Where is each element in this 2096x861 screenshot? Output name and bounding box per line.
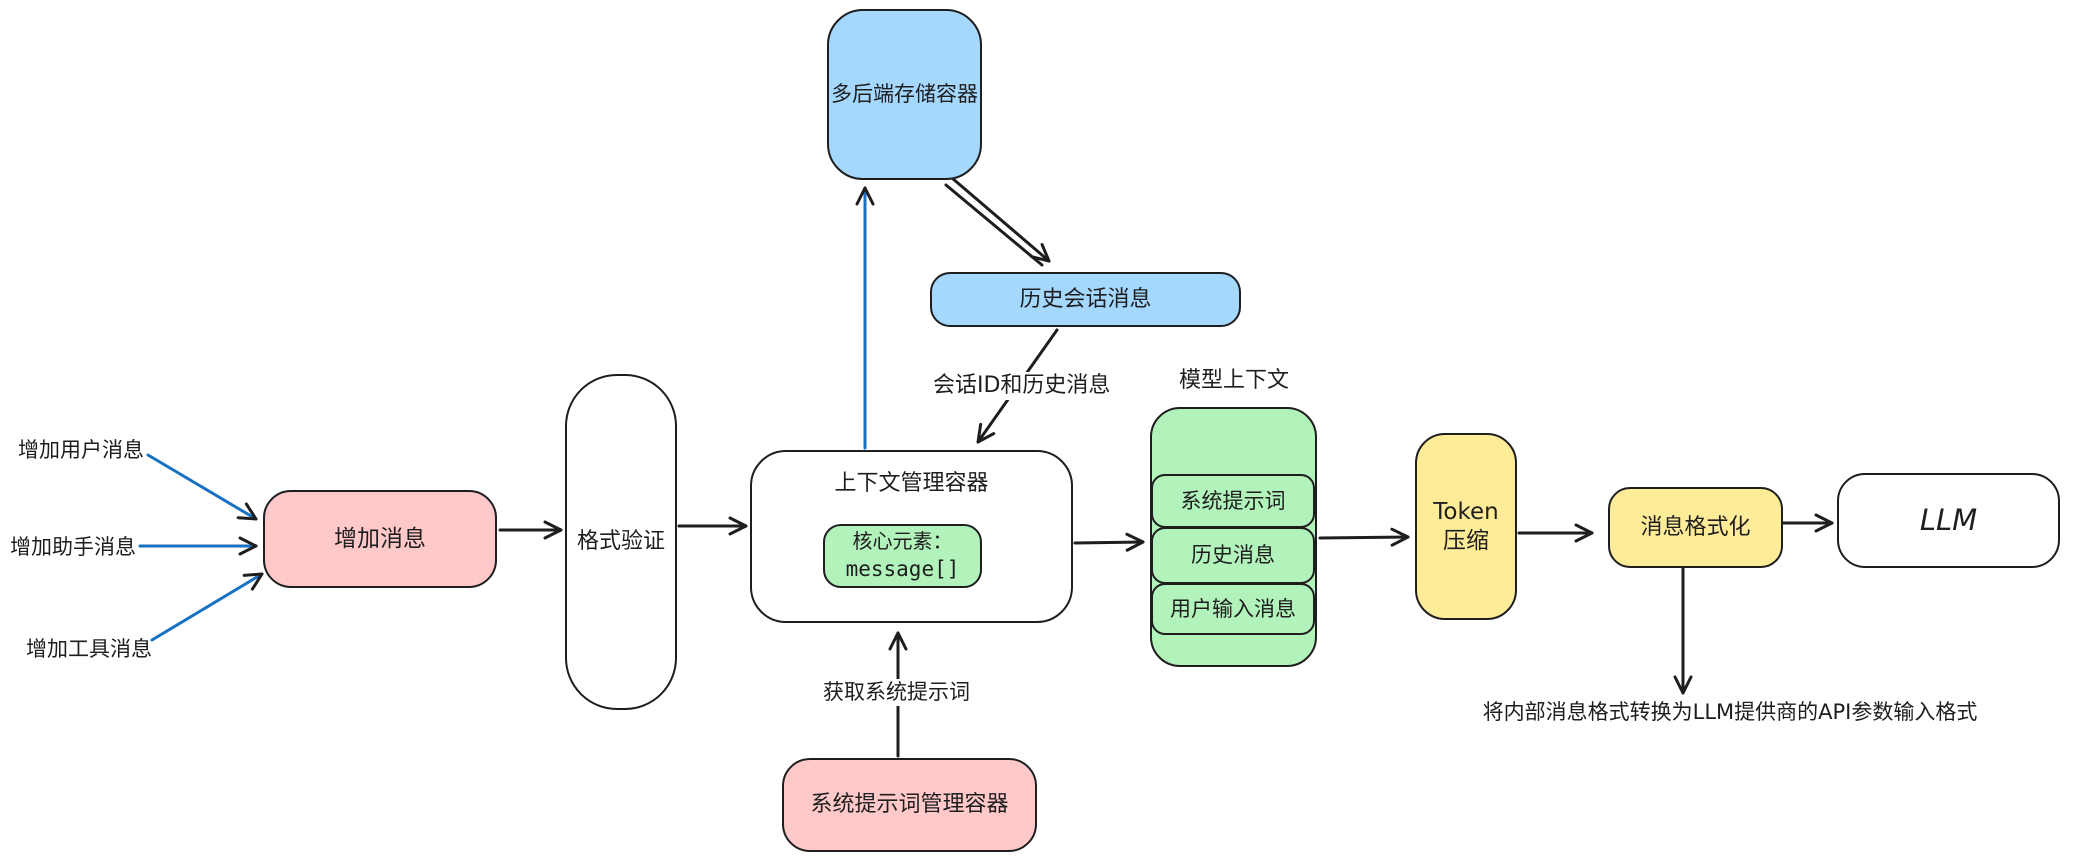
- token-compression-line1: Token: [1433, 498, 1499, 525]
- arrow-storage-to-history: [950, 176, 1051, 263]
- context-container-title: 上下文管理容器: [834, 471, 989, 496]
- label-add-assistant-message: 增加助手消息: [10, 535, 136, 559]
- node-prompt-manager: 系统提示词管理容器: [782, 758, 1037, 852]
- node-model-context-item-history: 历史消息: [1151, 527, 1315, 584]
- arrow-storage-to-history-line2: [944, 183, 1044, 267]
- arrow-model-context-to-token: [1318, 527, 1410, 547]
- node-model-context-item-user-input: 用户输入消息: [1151, 583, 1315, 635]
- node-message-formatting: 消息格式化: [1608, 487, 1783, 568]
- node-storage-container: 多后端存储容器: [827, 9, 982, 180]
- label-model-context-title: 模型上下文: [1178, 368, 1289, 393]
- arrow-add-user-message: [146, 453, 258, 521]
- core-element-line2: message[]: [845, 557, 960, 582]
- label-add-user-message: 增加用户消息: [18, 438, 144, 462]
- arrow-context-to-model-context: [1073, 532, 1145, 552]
- label-add-tool-message: 增加工具消息: [26, 637, 152, 661]
- node-token-compression: Token 压缩: [1415, 433, 1517, 620]
- label-session-id-and-history: 会话ID和历史消息: [928, 372, 1116, 401]
- node-llm: LLM: [1837, 473, 2060, 568]
- node-format-validation: 格式验证: [565, 374, 677, 710]
- node-add-message: 增加消息: [263, 490, 497, 588]
- arrow-add-tool-message: [150, 572, 264, 642]
- node-model-context-item-system-prompt: 系统提示词: [1151, 474, 1315, 528]
- node-context-container: 上下文管理容器: [750, 450, 1073, 623]
- token-compression-line2: 压缩: [1443, 527, 1489, 554]
- label-formatting-note: 将内部消息格式转换为LLM提供商的API参数输入格式: [1482, 700, 1978, 724]
- node-core-element: 核心元素： message[]: [823, 524, 982, 588]
- core-element-line1: 核心元素：: [852, 529, 953, 554]
- label-get-system-prompt: 获取系统提示词: [818, 679, 975, 707]
- node-history-session-messages: 历史会话消息: [930, 272, 1241, 327]
